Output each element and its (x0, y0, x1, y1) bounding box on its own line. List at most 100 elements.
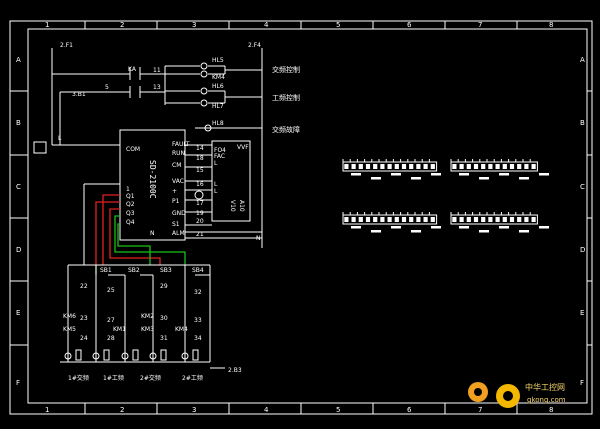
vfd-pin: L (214, 160, 218, 167)
terminal-cell (524, 217, 529, 222)
tail-label: 2.B3 (228, 367, 242, 374)
terminal-cell (509, 164, 515, 169)
vfd-title: VVF (237, 144, 249, 151)
hl7-label: HL7 (212, 103, 224, 110)
col-label: 4 (264, 21, 269, 29)
vfd-n: N (256, 235, 261, 242)
terminal-cell (459, 217, 464, 222)
input-q2: Q2 (126, 201, 135, 208)
terminal-bridge (411, 177, 421, 180)
terminal-bridge (371, 230, 381, 233)
row-label: D (16, 246, 21, 254)
terminal-bridge (351, 226, 361, 229)
num-34: 34 (194, 335, 202, 342)
vfd-v10: V10 (229, 200, 236, 212)
terminal-cell (502, 164, 507, 169)
vfd-pin: L (214, 181, 218, 188)
terminal-cell (481, 164, 486, 169)
terminal-cell (459, 164, 464, 169)
bottom-ladder (60, 264, 225, 369)
terminal-cell (502, 217, 507, 222)
row-label: F (580, 379, 584, 387)
terminal-cell (430, 164, 435, 169)
terminal-cell (466, 164, 471, 169)
terminal-bridge (459, 173, 469, 176)
col-label: 6 (407, 21, 412, 29)
sb3-label: SB3 (160, 267, 172, 274)
terminal-cell (423, 164, 428, 169)
col-label: 4 (264, 406, 269, 414)
num-33: 33 (194, 317, 202, 324)
vfd-pin: FAC (214, 153, 225, 160)
row-label: E (580, 309, 584, 317)
col-label: 3 (192, 406, 196, 414)
terminal-cell (531, 164, 536, 169)
col-label: 2 (120, 21, 124, 29)
sb2-label: SB2 (128, 267, 140, 274)
col-label: 7 (478, 406, 482, 414)
terminal-cell (430, 217, 435, 222)
terminal-cell (531, 217, 536, 222)
controller-model: SD-2100C (148, 160, 157, 199)
pin-num: 18 (196, 155, 204, 162)
terminal-cell (473, 217, 479, 222)
terminal-bridge (411, 230, 421, 233)
row-label: D (580, 246, 585, 254)
col-label: 1 (45, 21, 49, 29)
terminal-bridge (499, 226, 509, 229)
controller-n: N (150, 230, 155, 237)
inner-frame (27, 28, 588, 404)
watermark-site: 中华工控网 (525, 382, 565, 392)
km4-label: KM4 (212, 74, 225, 81)
col-label: 8 (549, 406, 553, 414)
terminal-cell (409, 164, 414, 169)
num-31: 31 (160, 335, 168, 342)
terminal-cell (344, 217, 349, 222)
num-30: 30 (160, 315, 168, 322)
terminal-cell (365, 217, 371, 222)
terminal-cell (495, 217, 500, 222)
terminal-strips (342, 159, 549, 233)
relay-network (33, 62, 262, 154)
terminal-cell (517, 164, 522, 169)
terminal-cell (380, 164, 385, 169)
pin-run: RUN (172, 150, 185, 157)
column-ticks (84, 21, 518, 414)
num-29: 29 (160, 283, 168, 290)
terminal-bridge (459, 226, 469, 229)
pin-num: 17 (196, 200, 204, 207)
num-32: 32 (194, 289, 202, 296)
sb-label: 3.B1 (72, 91, 86, 98)
terminal-cell (416, 217, 421, 222)
row-label: A (580, 56, 585, 64)
group-label-1: 1#交频 (68, 374, 89, 382)
pin-vac: VAC (172, 178, 184, 185)
terminal-strip (342, 161, 438, 172)
terminal-bridge (479, 230, 489, 233)
node-5: 5 (105, 84, 109, 91)
num-25: 25 (107, 287, 115, 294)
controller-com: COM (126, 146, 140, 153)
pin-p1: P1 (172, 198, 180, 205)
controller-block (83, 129, 262, 265)
terminal-bridge (391, 226, 401, 229)
pin-num: 15 (196, 167, 204, 174)
terminal-bridge (371, 177, 381, 180)
row-label: B (16, 119, 21, 127)
terminal-cell (344, 164, 349, 169)
pin-num: 14 (196, 145, 204, 152)
pin-s1: S1 (172, 221, 180, 228)
watermark-url: gkong.com (527, 396, 566, 404)
bus-left-label: 2.F1 (60, 42, 73, 49)
pin-plus: + (172, 188, 177, 195)
sb1-label: SB1 (100, 267, 112, 274)
pin-num: 21 (196, 231, 204, 238)
num-27: 27 (107, 317, 115, 324)
pin-alm: ALM (172, 230, 185, 237)
col-label: 5 (336, 21, 340, 29)
terminal-cell (358, 217, 363, 222)
terminal-cell (409, 217, 414, 222)
bus-right-label: 2.F4 (248, 42, 261, 49)
